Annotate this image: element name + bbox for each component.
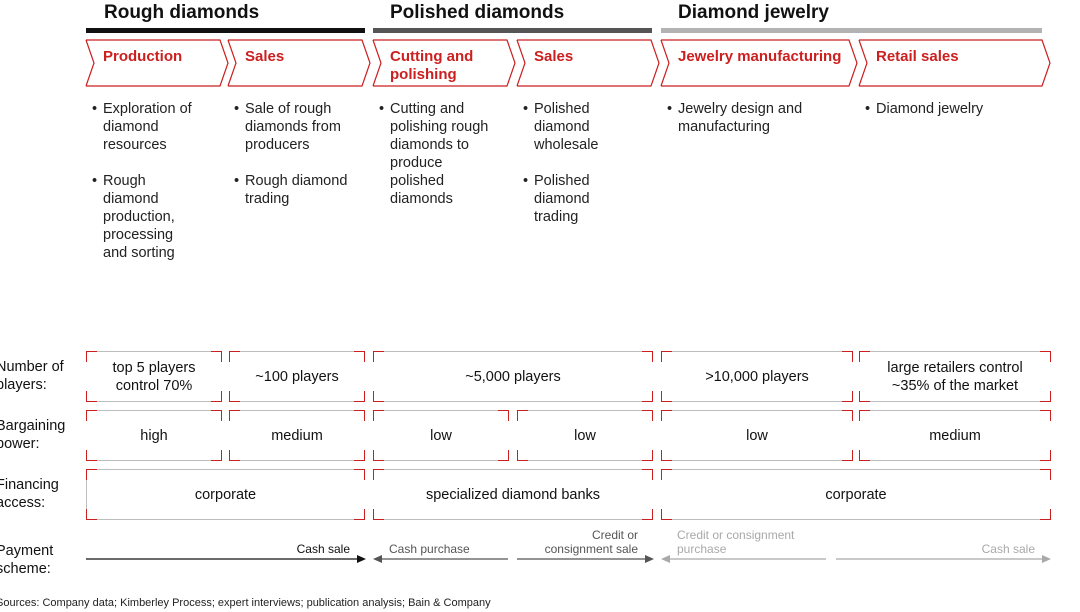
- players-cell-rough-sales: ~100 players: [229, 351, 365, 402]
- players-cell-production: top 5 players control 70%: [86, 351, 222, 402]
- stage-chevron-jewelry-manufacturing: Jewelry manufacturing: [660, 39, 858, 87]
- cell-value: top 5 players control 70%: [112, 359, 196, 394]
- players-cell-retail: large retailers control ~35% of the mark…: [859, 351, 1051, 402]
- bargaining-cell-retail: medium: [859, 410, 1051, 461]
- list-item: Polished diamond trading: [523, 172, 619, 226]
- players-cell-polished: ~5,000 players: [373, 351, 653, 402]
- cell-value: ~100 players: [255, 368, 339, 385]
- stage-chevron-polished-sales: Sales: [516, 39, 660, 87]
- arrow-cash-sale-rough: [86, 555, 366, 563]
- stage-bullets-retail: Diamond jewelry: [865, 100, 1035, 136]
- stage-label: Sales: [245, 48, 285, 65]
- bargaining-cell-jewelry-manufacturing: low: [661, 410, 853, 461]
- bargaining-cell-cutting: low: [373, 410, 509, 461]
- cell-value: low: [430, 427, 452, 444]
- cell-value: medium: [271, 427, 323, 444]
- stage-label: Production: [103, 48, 183, 65]
- stage-bullets-rough-sales: Sale of rough diamonds from producers Ro…: [234, 100, 358, 226]
- cell-value: low: [746, 427, 768, 444]
- bargaining-cell-rough-sales: medium: [229, 410, 365, 461]
- payment-label-credit-consignment-sale: Credit or consignment sale: [544, 528, 638, 556]
- row-label-bargaining: Bargaining power:: [0, 418, 66, 452]
- cell-value: specialized diamond banks: [425, 486, 601, 503]
- financing-cell-rough: corporate: [86, 469, 365, 520]
- source-note: Sources: Company data; Kimberley Process…: [0, 597, 491, 609]
- cell-value: high: [140, 427, 168, 444]
- cell-value: corporate: [825, 486, 887, 503]
- list-item: Rough diamond trading: [234, 172, 358, 208]
- chevron-shape: [85, 39, 229, 87]
- row-label-financing: Financing access:: [0, 477, 59, 511]
- stage-label: Sales: [534, 48, 574, 65]
- stage-chevron-cutting: Cutting and polishing: [372, 39, 516, 87]
- payment-label-cash-sale-retail: Cash sale: [981, 542, 1035, 556]
- stage-chevron-retail: Retail sales: [858, 39, 1051, 87]
- category-title-polished: Polished diamonds: [390, 2, 565, 23]
- list-item: Cutting and polishing rough diamonds to …: [379, 100, 491, 208]
- list-item: Rough diamond production, processing and…: [92, 172, 192, 262]
- players-cell-jewelry-manufacturing: >10,000 players: [661, 351, 853, 402]
- cell-value: corporate: [194, 486, 257, 503]
- chevron-shape: [516, 39, 660, 87]
- row-label-players: Number of players:: [0, 359, 64, 393]
- financing-cell-polished: specialized diamond banks: [373, 469, 653, 520]
- stage-chevron-production: Production: [85, 39, 229, 87]
- category-title-rough: Rough diamonds: [104, 2, 260, 23]
- list-item: Polished diamond wholesale: [523, 100, 619, 154]
- arrow-cash-sale-retail: [836, 555, 1051, 563]
- payment-label-cash-purchase: Cash purchase: [389, 542, 470, 556]
- bargaining-cell-polished-sales: low: [517, 410, 653, 461]
- bargaining-cell-production: high: [86, 410, 222, 461]
- financing-cell-jewelry: corporate: [661, 469, 1051, 520]
- stage-bullets-polished-sales: Polished diamond wholesale Polished diam…: [523, 100, 619, 244]
- stage-bullets-production: Exploration of diamond resources Rough d…: [92, 100, 192, 280]
- chevron-shape: [660, 39, 858, 87]
- category-bar-polished: [373, 28, 652, 33]
- stage-label: Retail sales: [876, 48, 959, 65]
- chevron-shape: [372, 39, 516, 87]
- cell-value: low: [574, 427, 596, 444]
- stage-bullets-cutting: Cutting and polishing rough diamonds to …: [379, 100, 491, 226]
- payment-label-credit-consignment-purchase: Credit or consignment purchase: [677, 528, 795, 556]
- arrow-cash-purchase: [373, 555, 508, 563]
- chevron-shape: [858, 39, 1051, 87]
- list-item: Diamond jewelry: [865, 100, 1035, 118]
- chevron-shape: [227, 39, 371, 87]
- stage-bullets-jewelry-manufacturing: Jewelry design and manufacturing: [667, 100, 817, 154]
- arrow-credit-consignment-purchase: [661, 555, 826, 563]
- payment-label-cash-sale: Cash sale: [296, 542, 350, 556]
- list-item: Jewelry design and manufacturing: [667, 100, 817, 136]
- cell-value: large retailers control ~35% of the mark…: [887, 359, 1023, 394]
- category-bar-rough: [86, 28, 365, 33]
- stage-chevron-rough-sales: Sales: [227, 39, 371, 87]
- row-label-payment: Payment scheme:: [0, 543, 54, 577]
- list-item: Sale of rough diamonds from producers: [234, 100, 358, 154]
- arrow-credit-consignment-sale: [517, 555, 654, 563]
- category-bar-jewelry: [661, 28, 1042, 33]
- cell-value: ~5,000 players: [465, 368, 561, 385]
- category-title-jewelry: Diamond jewelry: [678, 2, 829, 23]
- cell-value: >10,000 players: [705, 368, 809, 385]
- stage-label: Cutting and polishing: [390, 48, 474, 83]
- list-item: Exploration of diamond resources: [92, 100, 192, 154]
- stage-label: Jewelry manufacturing: [678, 48, 842, 65]
- cell-value: medium: [929, 427, 981, 444]
